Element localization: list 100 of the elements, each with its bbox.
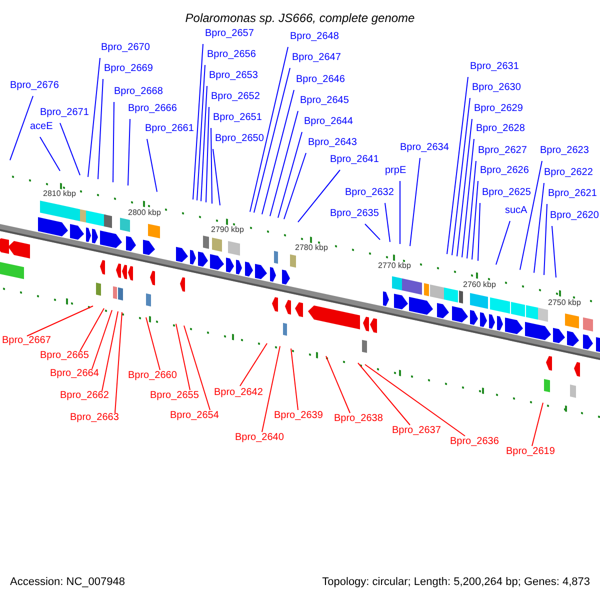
gene-label: Bpro_2650 <box>215 133 264 145</box>
leader-line <box>466 160 476 259</box>
leader-line <box>270 110 298 217</box>
leader-line <box>456 118 472 257</box>
leader-line <box>364 364 466 436</box>
gene-label: Bpro_2662 <box>60 390 109 402</box>
leader-line <box>98 78 104 180</box>
leader-line <box>472 180 478 260</box>
leader-line <box>60 122 80 176</box>
leader-line <box>278 132 302 218</box>
leader-line <box>212 148 220 206</box>
gene-label: Bpro_2670 <box>101 42 150 54</box>
leader-line <box>128 118 130 186</box>
leader-line <box>176 323 190 390</box>
leader-line <box>240 342 268 386</box>
gene-label: Bpro_2652 <box>211 91 260 103</box>
leader-line <box>254 68 290 214</box>
leader-line <box>196 64 206 201</box>
gene-label: Bpro_2645 <box>300 95 349 107</box>
leader-line <box>284 152 306 220</box>
leader-line <box>192 44 204 200</box>
gene-label: Bpro_2637 <box>392 425 441 437</box>
leader-line <box>326 356 350 414</box>
leader-line <box>112 102 114 183</box>
leader-line <box>102 310 118 392</box>
gene-label: Bpro_2666 <box>128 103 177 115</box>
gene-label: Bpro_2620 <box>550 210 599 222</box>
gene-label: Bpro_2619 <box>506 446 555 458</box>
gene-label: Bpro_2635 <box>330 208 379 220</box>
leader-line <box>364 224 380 240</box>
leader-line <box>452 98 470 256</box>
leader-line <box>114 312 122 414</box>
leader-line <box>88 58 100 178</box>
gene-label: Bpro_2663 <box>70 412 119 424</box>
title: Polaromonas sp. JS666, complete genome <box>184 11 416 25</box>
leader-line <box>146 138 158 192</box>
gene-label: Bpro_2642 <box>214 387 263 399</box>
gene-label: prpE <box>385 165 406 177</box>
leader-line <box>534 182 544 274</box>
gene-label: Bpro_2643 <box>308 137 357 149</box>
leader-line <box>552 226 556 278</box>
gene-label: Bpro_2676 <box>10 80 59 92</box>
gene-label: Bpro_2628 <box>476 123 525 135</box>
leader-line <box>206 106 210 203</box>
gene-label: Bpro_2626 <box>480 165 529 177</box>
gene-label: Bpro_2665 <box>40 350 89 362</box>
leader-line <box>446 76 468 255</box>
gene-label: Bpro_2638 <box>334 413 383 425</box>
scale-label: 2750 kbp <box>548 298 581 307</box>
leader-line <box>544 204 548 276</box>
leader-line <box>532 402 544 446</box>
leader-line <box>146 316 160 370</box>
scale-label: 2810 kbp <box>43 189 76 198</box>
leader-line <box>262 90 294 215</box>
gene-label: Bpro_2657 <box>205 28 254 40</box>
leader-line <box>358 362 410 426</box>
gene-label: Bpro_2655 <box>150 390 199 402</box>
gene-label: Bpro_2631 <box>470 61 519 73</box>
scale-label: 2800 kbp <box>128 208 161 217</box>
leader-line <box>210 128 212 204</box>
gene-label: Bpro_2671 <box>40 107 89 119</box>
gene-label: Bpro_2668 <box>114 86 163 98</box>
scale-label: 2770 kbp <box>378 261 411 270</box>
gene-label: Bpro_2648 <box>290 31 339 43</box>
gene-label: Bpro_2636 <box>450 436 499 448</box>
gene-label: Bpro_2660 <box>128 370 177 382</box>
scale-label: 2780 kbp <box>295 243 328 252</box>
leader-line <box>184 325 210 410</box>
gene-label: aceE <box>30 121 53 133</box>
gene-label: Bpro_2630 <box>472 82 521 94</box>
gene-label: Bpro_2632 <box>345 187 394 199</box>
gene-label: Bpro_2654 <box>170 410 219 422</box>
leader-line <box>80 308 104 352</box>
leader-line <box>92 310 112 370</box>
gene-label: Bpro_2621 <box>548 188 597 200</box>
gene-label: sucA <box>505 205 528 217</box>
gene-label: Bpro_2653 <box>209 70 258 82</box>
leader-line <box>462 138 474 258</box>
leader-line <box>200 86 208 202</box>
gene-label: Bpro_2625 <box>482 187 531 199</box>
footer-text: Accession: NC_007948 <box>10 576 125 589</box>
gene-label: Bpro_2646 <box>296 74 345 86</box>
leader-line <box>290 348 298 410</box>
gene-label: Bpro_2669 <box>104 63 153 75</box>
gene-label: Bpro_2667 <box>2 335 51 347</box>
leader-line <box>410 158 420 247</box>
gene-label: Bpro_2644 <box>304 116 353 128</box>
leader-line <box>262 346 280 432</box>
leader-line <box>26 306 94 336</box>
gene-label: Bpro_2623 <box>540 145 589 157</box>
gene-label: Bpro_2629 <box>474 103 523 115</box>
gene-label: Bpro_2640 <box>235 432 284 444</box>
gene-label: Bpro_2651 <box>213 112 262 124</box>
gene-label: Bpro_2634 <box>400 142 449 154</box>
scale-label: 2760 kbp <box>463 280 496 289</box>
gene-label: Bpro_2622 <box>544 167 593 179</box>
gene-label: Bpro_2661 <box>145 123 194 135</box>
leader-line <box>250 46 288 212</box>
scale-label: 2790 kbp <box>211 225 244 234</box>
gene-label: Bpro_2656 <box>207 49 256 61</box>
